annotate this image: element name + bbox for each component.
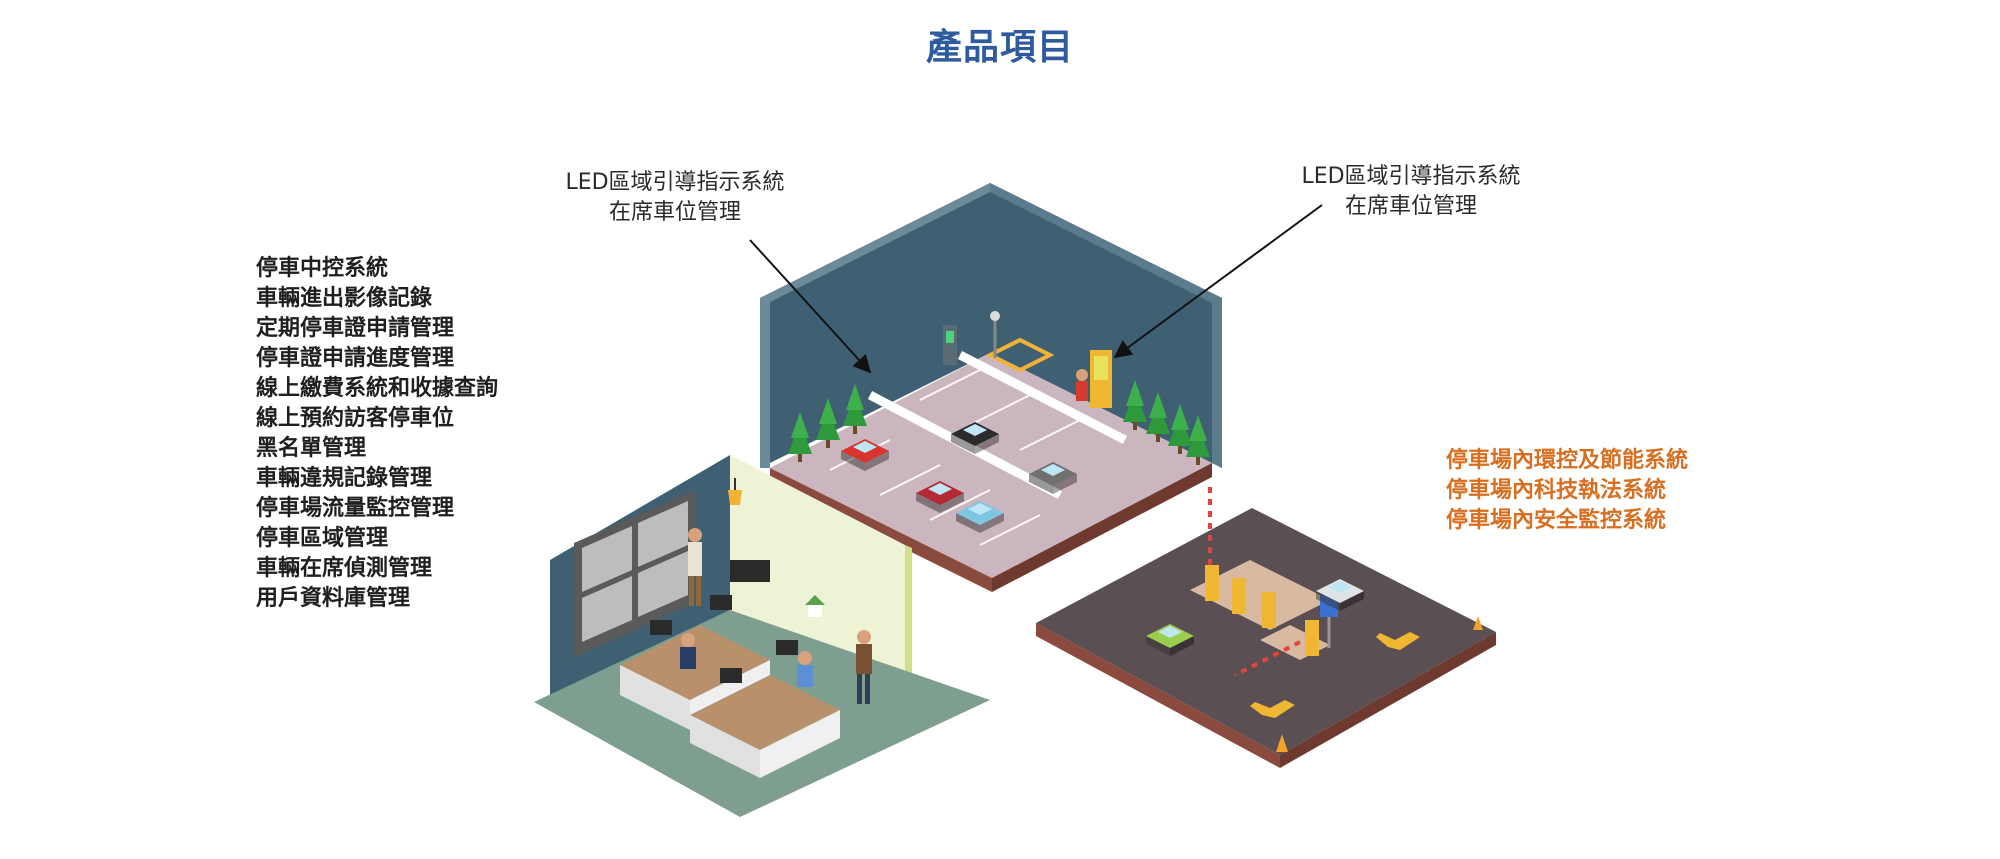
environment-system-item: 停車場內環控及節能系統 <box>1446 448 1689 473</box>
feature-item: 黑名單管理 <box>256 436 367 461</box>
callout-arrow-left <box>749 239 872 374</box>
feature-item: 線上繳費系統和收據查詢 <box>256 376 499 401</box>
led-callout-left-line2: 在席車位管理 <box>608 200 741 225</box>
arrow-icon <box>1250 700 1295 718</box>
callout-arrow-right <box>1113 204 1323 359</box>
person-icon <box>797 651 813 687</box>
feature-item: 車輛違規記錄管理 <box>256 466 433 491</box>
environment-system-item: 停車場內安全監控系統 <box>1446 508 1667 533</box>
feature-item: 停車中控系統 <box>256 256 389 281</box>
feature-list: 停車中控系統 車輛進出影像記錄 定期停車證申請管理 停車證申請進度管理 線上繳費… <box>256 254 498 614</box>
feature-item: 定期停車證申請管理 <box>256 316 455 341</box>
monitor-icon <box>730 560 770 582</box>
person-icon <box>1076 369 1088 381</box>
feature-item: 用戶資料庫管理 <box>256 586 411 611</box>
control-room <box>534 455 990 817</box>
operator-desk <box>690 675 840 750</box>
person-icon <box>688 528 702 606</box>
feature-item: 停車場流量監控管理 <box>256 496 455 521</box>
feature-item: 停車證申請進度管理 <box>256 346 455 371</box>
led-callout-left-line1: LED區域引導指示系統 <box>565 170 785 195</box>
parking-garage-room <box>760 183 1222 592</box>
parking-divider <box>957 350 1128 445</box>
traffic-cone-icon <box>1276 734 1288 752</box>
gate-lot <box>1036 485 1496 768</box>
feature-item: 停車區域管理 <box>256 526 389 551</box>
monitor-icon <box>650 620 672 635</box>
feature-item: 車輛進出影像記錄 <box>256 286 433 311</box>
monitor-icon <box>710 595 732 610</box>
barrier-gate-icon <box>1205 485 1319 677</box>
led-callout-left: LED區域引導指示系統 在席車位管理 <box>540 168 810 228</box>
led-callout-right-line1: LED區域引導指示系統 <box>1301 164 1521 189</box>
feature-item: 車輛在席偵測管理 <box>256 556 433 581</box>
environment-system-list: 停車場內環控及節能系統 停車場內科技執法系統 停車場內安全監控系統 <box>1446 446 1688 536</box>
page-title: 產品項目 <box>925 27 1074 68</box>
monitor-icon <box>720 668 742 683</box>
led-callout-right: LED區域引導指示系統 在席車位管理 <box>1276 162 1546 222</box>
person-icon <box>680 633 696 669</box>
led-callout-right-line2: 在席車位管理 <box>1344 194 1477 219</box>
traffic-cone-icon <box>1473 616 1483 630</box>
feature-item: 線上預約訪客停車位 <box>256 406 455 431</box>
environment-system-item: 停車場內科技執法系統 <box>1446 478 1667 503</box>
arrow-icon <box>1376 632 1420 650</box>
monitor-icon <box>776 640 798 655</box>
person-icon <box>856 630 872 704</box>
